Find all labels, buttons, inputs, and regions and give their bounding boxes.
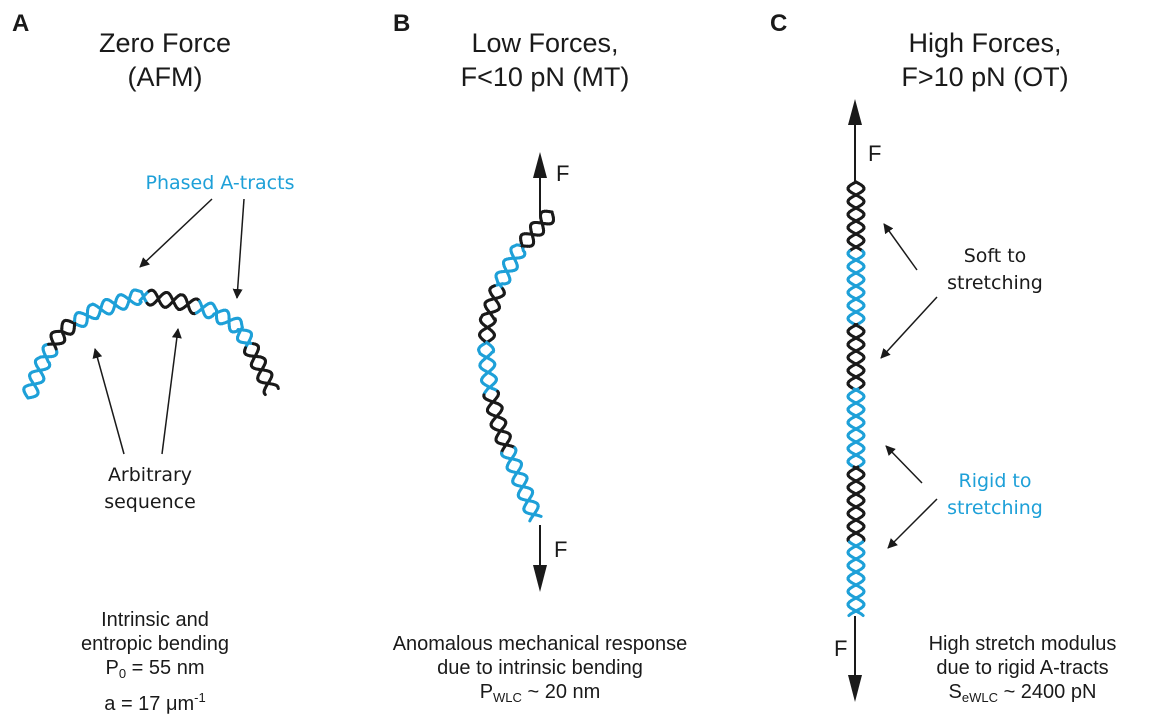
- arbitrary-line2: sequence: [104, 491, 196, 513]
- arbitrary-arrow-right: [161, 328, 182, 455]
- panel-c-title-line1: High Forces,: [908, 28, 1062, 58]
- force-arrow-bottom-c: [848, 616, 862, 702]
- panel-letter-c: C: [770, 10, 788, 37]
- rigid-to-stretching-label: Rigid to stretching: [930, 468, 1060, 522]
- persistence-length-pwlc: PWLC ~ 20 nm: [479, 681, 601, 705]
- panel-b-title-line2: F<10 pN (MT): [460, 62, 630, 92]
- arbitrary-sequence-label: Arbitrary sequence: [70, 462, 230, 516]
- arbitrary-line1: Arbitrary: [107, 464, 193, 486]
- panel-b-caption: Anomalous mechanical response due to int…: [355, 632, 725, 710]
- rigid-arrow-top: [885, 445, 923, 484]
- panel-b-caption-line2: due to intrinsic bending: [437, 657, 643, 679]
- force-label-bottom-c: F: [834, 636, 848, 661]
- soft-line1: Soft to: [963, 245, 1027, 267]
- rigid-line2: stretching: [947, 497, 1043, 519]
- force-label-top-c: F: [868, 141, 882, 166]
- arbitrary-arrow-left: [92, 348, 125, 455]
- force-label-bottom-b: F: [554, 537, 568, 562]
- rigid-line1: Rigid to: [958, 470, 1032, 492]
- panel-b-title-line1: Low Forces,: [471, 28, 619, 58]
- panel-a-caption-line2: entropic bending: [81, 633, 229, 655]
- panel-a-caption-line1: Intrinsic and: [101, 609, 209, 631]
- soft-arrow-top: [883, 223, 918, 271]
- panel-letter-b: B: [393, 10, 411, 37]
- phased-arrow-left: [139, 198, 213, 268]
- panel-c-caption: High stretch modulus due to rigid A-trac…: [905, 632, 1140, 710]
- soft-to-stretching-label: Soft to stretching: [930, 243, 1060, 297]
- panel-b-caption-line1: Anomalous mechanical response: [392, 633, 688, 655]
- panel-letter-a: A: [12, 10, 30, 37]
- dna-bent-zero-force: [22, 288, 280, 400]
- dna-straight-high-force: [846, 180, 866, 617]
- panel-c-caption-line2: due to rigid A-tracts: [936, 657, 1109, 679]
- panel-c-caption-line1: High stretch modulus: [928, 633, 1117, 655]
- panel-a-title: Zero Force (AFM): [65, 26, 265, 94]
- stretch-modulus-sewlc: SeWLC ~ 2400 pN: [948, 681, 1097, 705]
- force-arrow-bottom-b: [533, 525, 547, 592]
- panel-b-title: Low Forces, F<10 pN (MT): [430, 26, 660, 94]
- force-arrow-top-c: [848, 99, 862, 182]
- rigid-arrow-bottom: [887, 498, 938, 549]
- phased-a-tracts-label: Phased A-tracts: [145, 172, 295, 194]
- phased-arrow-right: [232, 198, 245, 299]
- intrinsic-curvature-a: a = 17 μm-1: [104, 690, 206, 715]
- panel-a-title-line1: Zero Force: [98, 28, 232, 58]
- panel-a-title-line2: (AFM): [127, 62, 203, 92]
- panel-c-title: High Forces, F>10 pN (OT): [865, 26, 1105, 94]
- panel-c-title-line2: F>10 pN (OT): [901, 62, 1069, 92]
- dna-curved-low-force: [477, 209, 555, 523]
- force-arrow-top-b: [533, 152, 547, 215]
- panel-a-caption: Intrinsic and entropic bending P0 = 55 n…: [45, 608, 265, 716]
- force-label-top-b: F: [556, 161, 570, 186]
- persistence-length-p0: P0 = 55 nm: [105, 657, 205, 681]
- soft-arrow-bottom: [880, 296, 938, 359]
- soft-line2: stretching: [947, 272, 1043, 294]
